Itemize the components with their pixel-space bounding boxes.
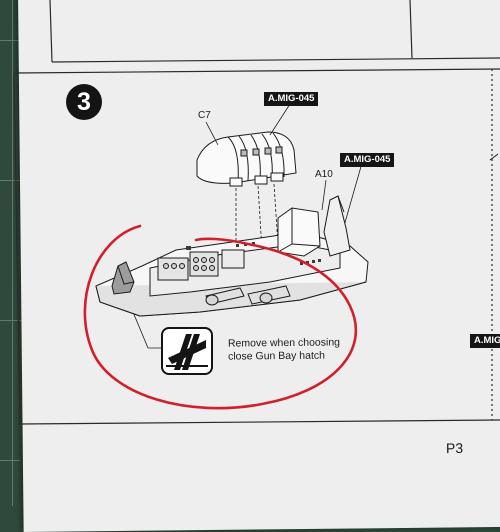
guide-line [257,185,263,251]
step-panel-top-border [13,68,500,74]
assembly-drawing [13,0,500,425]
mat-grid-line [0,180,30,181]
part-c7-hatch [196,131,297,187]
guide-line [273,183,279,246]
top-panel-bottom-border [51,57,500,63]
leader-a10 [321,179,327,211]
paint-tag: A.MIG [470,334,500,348]
mat-grid-line [0,460,20,461]
part-label-a10: A10 [315,169,333,180]
page-number: P3 [445,439,464,457]
leader-paint-1 [269,103,291,136]
step-number-badge: 3 [66,84,102,120]
top-panel-divider [409,0,413,59]
part-label-c7: C7 [198,110,211,121]
step-panel-bottom-border [19,419,500,425]
step-panel-left-border [13,72,21,425]
removal-instruction: Remove when choosing close Gun Bay hatch [228,336,340,363]
paint-tag: A.MIG-045 [264,92,319,106]
instruction-line-1: Remove when choosing [227,336,341,350]
partial-part-right [489,153,499,161]
instruction-line-2: close Gun Bay hatch [228,349,326,363]
top-panel-left-border [49,0,53,63]
cutting-mark-icon [161,327,213,375]
mat-grid-line [12,0,13,506]
paint-tag: A.MIG-045 [340,153,395,167]
fuselage-gun-bay-part [95,195,369,317]
step-number: 3 [77,87,91,116]
leader-c7 [205,121,219,146]
marker-circle [83,224,358,410]
